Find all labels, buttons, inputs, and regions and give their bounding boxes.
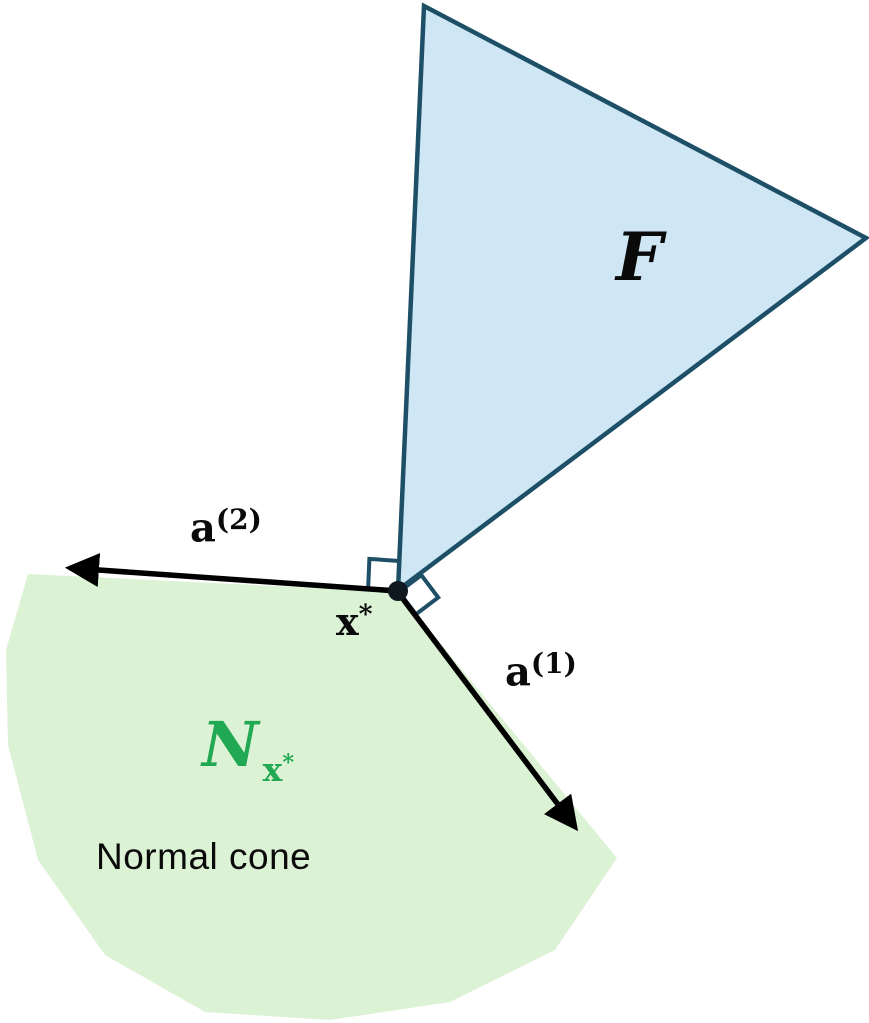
vector-a1-arrow — [397, 593, 579, 832]
script-f-symbol: F — [616, 218, 663, 296]
vertex-label-base: x — [336, 598, 359, 644]
normal-cone-region — [6, 574, 617, 1020]
vector-a1-superscript: (1) — [530, 647, 577, 680]
script-n-symbol: N — [202, 708, 259, 781]
normal-cone-subscript: x* — [263, 750, 294, 789]
vector-a2-superscript: (2) — [215, 503, 262, 536]
normal-cone-caption: Normal cone — [96, 836, 312, 877]
vertex-label: x* — [336, 598, 373, 644]
vector-a2-label: a(2) — [190, 506, 262, 549]
vector-a2-arrow — [64, 553, 399, 594]
normal-cone-subscript-star: * — [282, 749, 295, 776]
vertex-point — [388, 581, 408, 601]
vector-a1-base: a — [505, 648, 531, 696]
vector-a1-label: a(1) — [505, 650, 577, 693]
feasible-region — [395, 2, 869, 595]
vector-a2-base: a — [190, 504, 216, 552]
vertex-label-superscript: * — [358, 599, 373, 630]
normal-cone-subscript-base: x — [262, 749, 283, 789]
feasible-set-label: F — [616, 224, 663, 290]
